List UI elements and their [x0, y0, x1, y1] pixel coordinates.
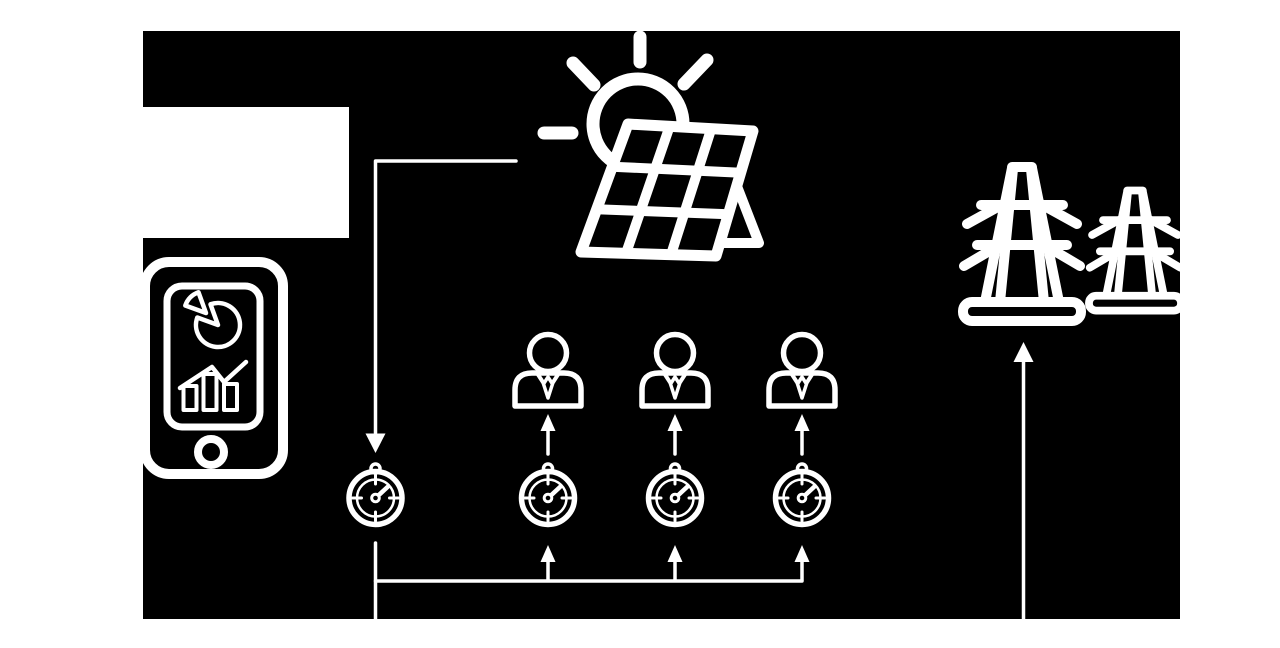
arrowhead-up-icon	[667, 414, 683, 431]
arrowhead-down-icon	[365, 433, 386, 453]
pie-chart-icon	[183, 290, 243, 350]
arrow-solar-to-meter	[365, 159, 518, 453]
notch-rectangle	[143, 107, 349, 238]
connector-layer	[365, 159, 1034, 621]
arrow-collector-to-meter-3	[667, 545, 683, 582]
sun-solar-panel-icon	[537, 30, 764, 262]
solar-panel-grid	[591, 121, 746, 260]
smartphone-analytics-icon	[140, 257, 288, 479]
arrowhead-up-icon	[540, 545, 556, 562]
arrow-collector-to-meter-4	[794, 545, 810, 582]
arrowhead-up-icon	[794, 414, 810, 431]
arrowhead-up-icon	[794, 545, 810, 562]
arrow-meter-to-person-2	[667, 414, 683, 456]
icon-layer	[140, 30, 1181, 621]
bar-chart-icon	[177, 359, 249, 412]
arrow-to-grid	[1013, 342, 1034, 621]
arrow-meter-to-person-3	[794, 414, 810, 456]
arrowhead-up-icon	[667, 545, 683, 562]
arrow-meter-to-person-1	[540, 414, 556, 456]
arrowhead-up-icon	[1013, 342, 1034, 362]
phone-home-button	[194, 435, 228, 469]
arrowhead-up-icon	[540, 414, 556, 431]
arrow-collector-to-meter-2	[540, 545, 556, 582]
